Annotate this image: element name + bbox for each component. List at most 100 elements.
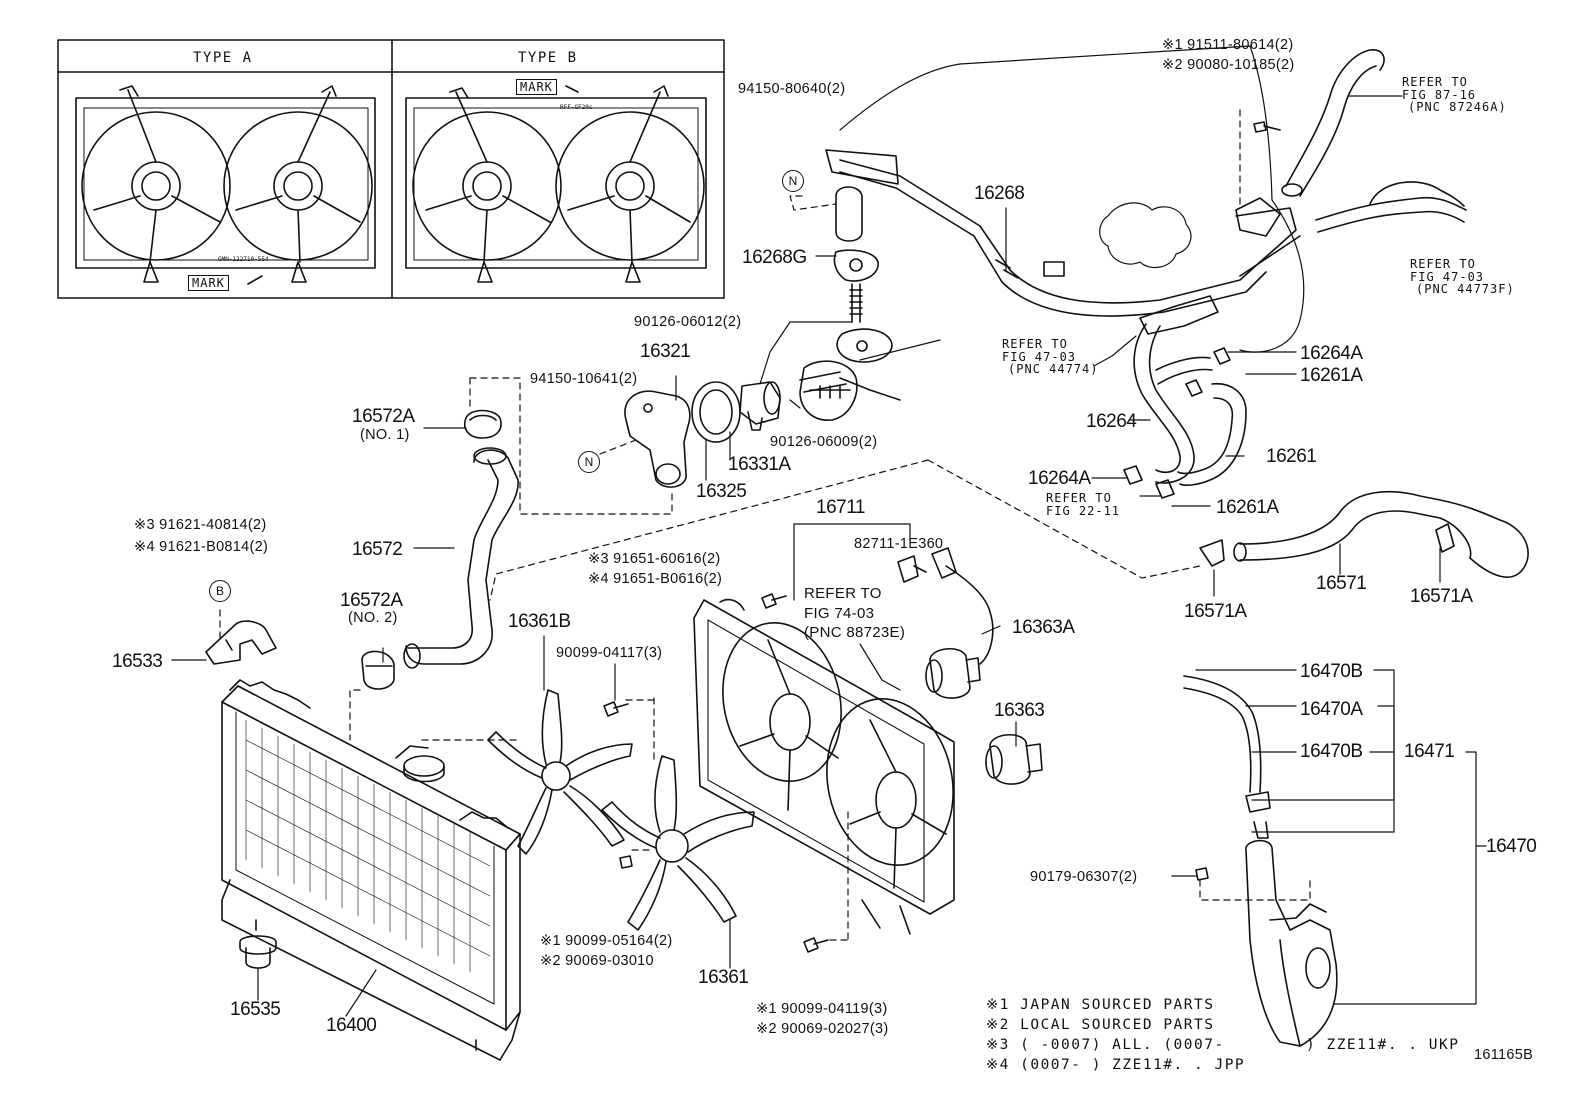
grommet-16535 [239,935,277,969]
type-inset-box [57,39,725,299]
part-label-16571A-right: 16571A [1410,586,1473,607]
part-label-16268G: 16268G [742,247,807,268]
refer-fig-87-16: REFER TO FIG 87-16 (PNC 87246A) [1402,76,1507,114]
fan-16361 [601,755,755,931]
part-label-16261A-lower: 16261A [1216,497,1279,518]
part-label-16572A-no2: 16572A [340,590,403,611]
figure-code: 161165B [1474,1047,1534,1063]
refer-line: FIG 74-03 [804,604,875,622]
gasket-16268G [833,186,893,363]
bolt-94150-10641: 94150-10641(2) [530,371,638,387]
type-b-shroud-code: RFF-GF20c [560,104,593,111]
water-inlet-16321 [624,390,691,488]
mark-a-arrow [247,275,263,285]
type-a-shroud-code: GMN-122710-554 [218,256,269,263]
footnote-3-tail: ) ZZE11#. . UKP [1306,1037,1460,1053]
refer-line: REFER TO [804,585,882,602]
fan-motor-16363A [925,547,994,699]
part-label-16268: 16268 [974,183,1025,204]
refer-line: FIG 47-03 [1410,269,1485,284]
bolt-91621-B0814: ※4 91621-B0814(2) [134,539,269,555]
hose-clamps-16264A-16261A [1123,347,1231,499]
type-a-title: TYPE A [193,50,253,66]
mark-b-arrow [565,85,579,93]
marker-b: B [209,580,231,602]
refer-line: FIG 87-16 [1402,87,1477,102]
part-label-16331A: 16331A [728,454,791,475]
part-label-16533: 16533 [112,651,163,672]
fan-shroud-16711 [693,598,955,935]
support-bracket-16533 [205,620,277,665]
part-label-16572A-no2-note: (NO. 2) [348,610,398,626]
clip-90179-06307: 90179-06307(2) [1030,869,1138,885]
bolt-91511-80614: ※1 91511-80614(2) [1162,37,1294,53]
part-label-16264A-upper: 16264A [1300,343,1363,364]
refer-fig-47-03-b: REFER TO FIG 47-03 (PNC 44774) [1002,338,1098,376]
part-label-16264A-lower: 16264A [1028,468,1091,489]
part-label-16325: 16325 [696,481,747,502]
upper-radiator-hose-16572 [403,447,519,669]
part-label-16572A-no1: 16572A [352,406,415,427]
leader-lines [171,95,1487,1017]
part-label-16571A-left: 16571A [1184,601,1247,622]
marker-n-upper: N [782,170,804,192]
type-b-title: TYPE B [518,50,578,66]
connector-82711-1E360: 82711-1E360 [854,536,944,552]
part-label-16470: 16470 [1486,836,1537,857]
footnote-1: ※1 JAPAN SOURCED PARTS [986,997,1215,1013]
part-label-16572: 16572 [352,539,403,560]
part-label-16363A: 16363A [1012,617,1075,638]
refer-fig-22-11: REFER TO FIG 22-11 [1046,492,1120,517]
radiator-cap [395,745,445,783]
part-label-16572A-no1-note: (NO. 1) [360,427,410,443]
part-label-16361B: 16361B [508,611,571,632]
refer-line: FIG 47-03 [1002,349,1077,364]
refer-line: REFER TO [1002,337,1068,351]
refer-line: REFER TO [1410,257,1476,271]
water-bypass-pipe-16268 [825,149,1301,335]
bolt-90099-04119: ※1 90099-04119(3) [756,1001,888,1017]
refer-line: (PNC 88723E) [804,624,906,641]
bolt-90080-10185: ※2 90080-10185(2) [1162,57,1295,73]
hose-clamp-16572A-no2 [361,650,395,690]
bolt-91651-B0616: ※4 91651-B0616(2) [588,571,723,587]
reserve-tank-16470 [1181,675,1338,1047]
type-a-fan-shroud [75,85,376,283]
connector-82711 [897,555,927,583]
bolt-90099-04117: 90099-04117(3) [556,645,663,661]
refer-fig-74-03: REFER TO FIG 74-03 (PNC 88723E) [804,584,905,643]
part-label-16470A: 16470A [1300,699,1363,720]
water-hose-16261 [1177,383,1247,486]
part-label-16471: 16471 [1404,741,1455,762]
part-label-16470B-lower: 16470B [1300,741,1363,762]
bolt-90126-06012: 90126-06012(2) [634,314,742,330]
bolt-90069-03010: ※2 90069-03010 [540,953,654,969]
footnote-2: ※2 LOCAL SOURCED PARTS [986,1017,1215,1033]
part-label-16363: 16363 [994,700,1045,721]
refer-line: REFER TO [1402,75,1468,89]
bolt-90099-05164: ※1 90099-05164(2) [540,933,673,949]
bolt-94150-80640: 94150-80640(2) [738,81,846,97]
fasteners [603,121,1281,953]
bolt-90069-02027: ※2 90069-02027(3) [756,1021,889,1037]
part-label-16321: 16321 [640,341,691,362]
refer-line: FIG 22-11 [1046,503,1121,518]
refer-line: (PNC 44774) [1008,362,1099,377]
type-b-fan-shroud [405,85,707,283]
dashed-guide-lines [219,109,1311,941]
hose-clamp-16572A-no1 [464,409,502,439]
mark-b-label: MARK [516,79,557,95]
part-label-16261: 16261 [1266,446,1317,467]
fan-motor-16363 [985,734,1043,785]
thermostat-16331A [739,381,781,431]
part-label-16470B-upper: 16470B [1300,661,1363,682]
part-label-16400: 16400 [326,1015,377,1036]
part-label-16361: 16361 [698,967,749,988]
bolt-90126-06009: 90126-06009(2) [770,434,878,450]
part-label-16264: 16264 [1086,411,1137,432]
footnote-4: ※4 (0007- ) ZZE11#. . JPP [986,1057,1246,1073]
mark-a-label: MARK [188,275,229,291]
refer-fig-47-03-a: REFER TO FIG 47-03 (PNC 44773F) [1410,258,1515,296]
bolt-91621-40814: ※3 91621-40814(2) [134,517,267,533]
